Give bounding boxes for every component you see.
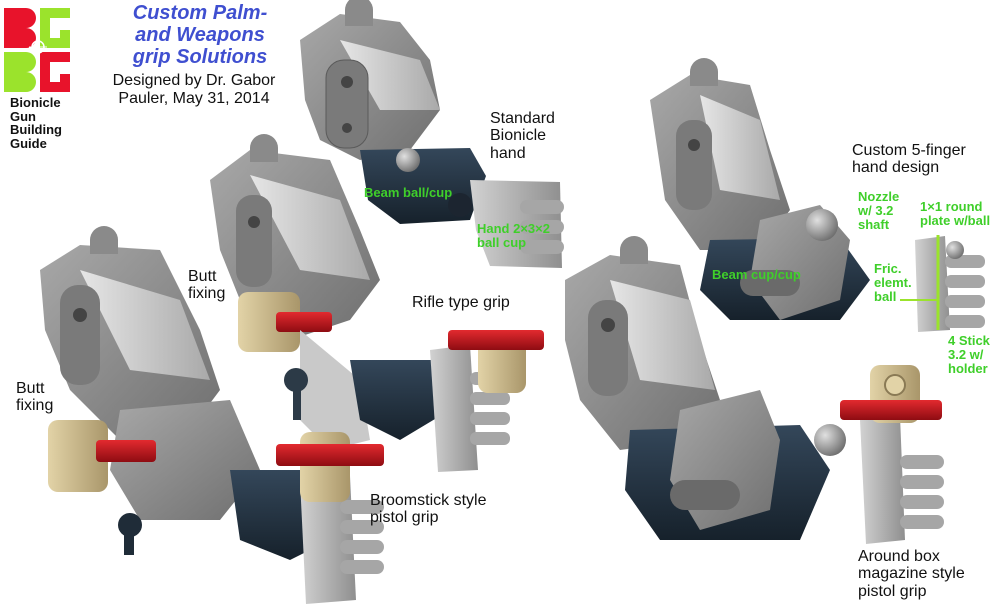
label-around-box-grip: Around box magazine style pistol grip xyxy=(858,548,965,600)
annotation-hand-ball-cup: Hand 2×3×2 ball cup xyxy=(477,221,550,251)
label-butt-fixing-upper: Butt fixing xyxy=(188,268,226,303)
logo-caption: Bionicle Gun Building Guide xyxy=(10,95,62,151)
annotation-nozzle: Nozzle w/ 3.2 shaft xyxy=(858,189,900,233)
annotation-round-plate: 1×1 round plate w/ball xyxy=(920,199,991,229)
magazine-grip-assembly xyxy=(565,236,944,544)
label-butt-fixing-lower: Butt fixing xyxy=(16,380,54,415)
label-rifle-grip: Rifle type grip xyxy=(412,294,510,311)
rifle-grip-assembly xyxy=(210,134,544,472)
label-standard-hand: Standard Bionicle hand xyxy=(490,110,555,162)
annotation-stick-holder: 4 Stick 3.2 w/ holder xyxy=(948,333,990,377)
custom-hand-assembly xyxy=(650,58,985,332)
label-broomstick-grip: Broomstick style pistol grip xyxy=(370,492,487,527)
label-custom-hand: Custom 5-finger hand design xyxy=(852,142,966,177)
annotation-beam-ball-cup: Beam ball/cup xyxy=(364,185,453,200)
standard-hand-assembly xyxy=(300,0,564,268)
broomstick-grip-assembly xyxy=(40,226,384,604)
annotation-friction-ball: Fric. elemt. ball xyxy=(874,261,912,305)
page-title: Custom Palm- and Weapons grip Solutions xyxy=(132,2,268,68)
bgbg-logo xyxy=(4,8,70,92)
annotation-beam-cup-cup: Beam cup/cup xyxy=(712,267,801,282)
author-credit: Designed by Dr. Gabor Pauler, May 31, 20… xyxy=(112,72,276,108)
